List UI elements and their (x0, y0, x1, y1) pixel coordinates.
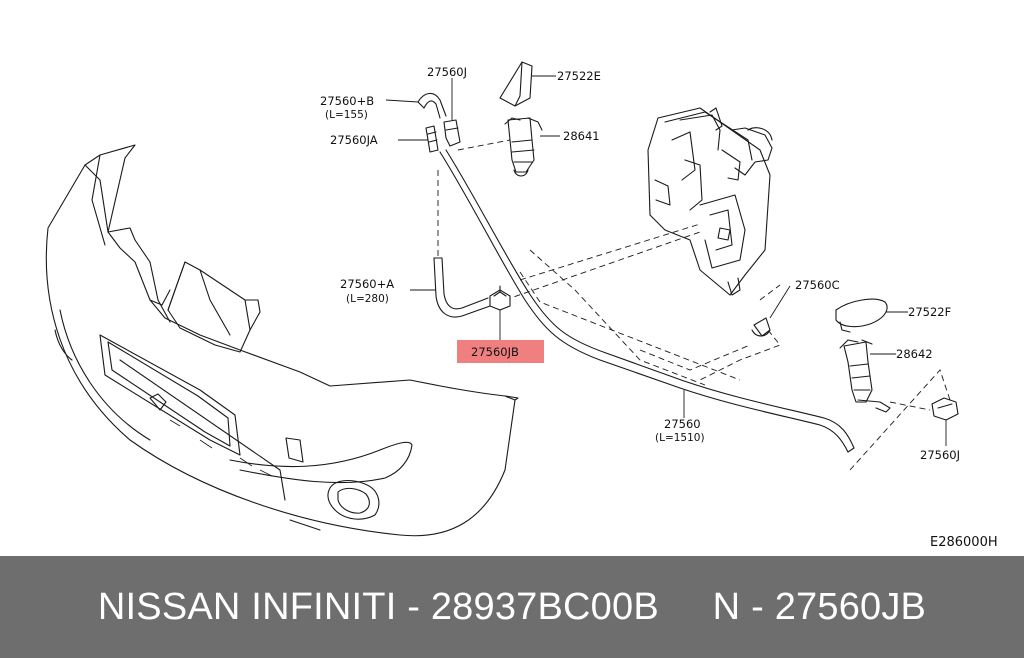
callout-27522e: 27522E (557, 69, 601, 83)
clip-27560c (751, 317, 771, 337)
joint-27560ja (425, 125, 439, 153)
callout-27560b: 27560+B (320, 94, 374, 108)
joint-27560jb (489, 285, 511, 311)
washer-tank (647, 107, 773, 296)
installation-lines (437, 139, 951, 471)
hose-27560-a (433, 257, 491, 318)
callout-27560b-length: (L=155) (325, 109, 368, 121)
main-washer-hose (439, 149, 855, 453)
callout-27560j-top: 27560J (427, 65, 467, 79)
hose-27560-b (417, 92, 447, 119)
callout-27560ja: 27560JA (330, 133, 378, 147)
cap-27522e (499, 61, 533, 107)
callout-28642: 28642 (896, 347, 933, 361)
diagram-reference-code: E286000H (930, 535, 998, 550)
leader-lines (385, 75, 947, 446)
callout-27560jb: 27560JB (471, 345, 519, 359)
callout-27560-length: (L=1510) (655, 432, 705, 444)
footer-banner: NISSAN INFINITI - 28937BC00B N - 27560JB (0, 556, 1024, 658)
callout-27522f: 27522F (908, 305, 951, 319)
parts-diagram: 27560J 27522E 27560+B (L=155) 27560JA 28… (45, 61, 998, 550)
joint-27560j-bottom (931, 397, 959, 421)
callout-27560j-bottom: 27560J (920, 448, 960, 462)
callout-27560a-length: (L=280) (346, 293, 389, 305)
callout-27560a: 27560+A (340, 277, 394, 291)
callout-27560c: 27560C (795, 278, 840, 292)
callout-27560: 27560 (664, 417, 701, 431)
callout-28641: 28641 (563, 129, 600, 143)
joint-27560j-top (443, 119, 461, 147)
cap-27522f (835, 298, 888, 333)
callout-labels: 27560J 27522E 27560+B (L=155) 27560JA 28… (320, 65, 998, 550)
footer-part-numbers: NISSAN INFINITI - 28937BC00B N - 27560JB (97, 586, 927, 628)
nozzle-28641 (504, 117, 543, 177)
nozzle-28642 (839, 339, 891, 413)
highlight-box (457, 340, 544, 363)
front-bumper (45, 144, 519, 537)
